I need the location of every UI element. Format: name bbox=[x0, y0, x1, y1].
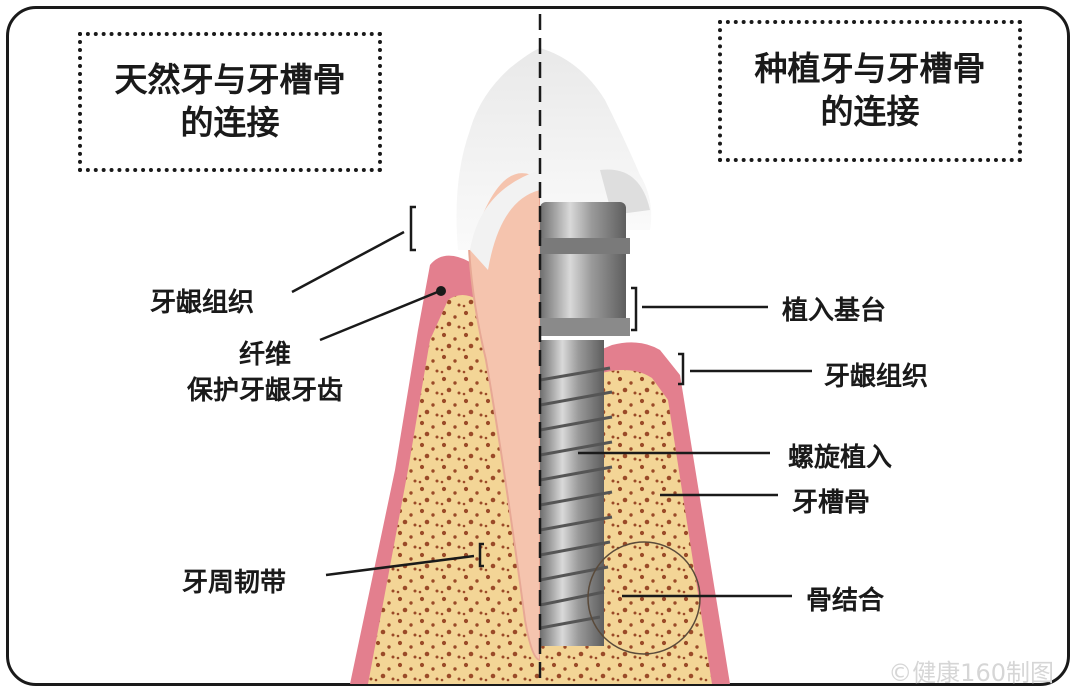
right-leader-lines bbox=[578, 286, 812, 598]
label-gum-tissue-left: 牙龈组织 bbox=[150, 288, 255, 318]
natural-tooth bbox=[350, 48, 540, 684]
fiber-marker-dot bbox=[436, 286, 446, 296]
screw-threads bbox=[540, 366, 613, 630]
label-gum-tissue-right: 牙龈组织 bbox=[824, 362, 929, 392]
implant-title-line1: 种植牙与牙槽骨 bbox=[754, 49, 986, 89]
label-screw-implant: 螺旋植入 bbox=[788, 443, 893, 473]
left-crown bbox=[456, 48, 540, 250]
implant-tooth bbox=[540, 48, 730, 684]
label-alveolar-bone: 牙槽骨 bbox=[792, 488, 871, 518]
left-root bbox=[467, 169, 540, 662]
implant-tooth-title: 种植牙与牙槽骨 的连接 bbox=[718, 20, 1022, 162]
label-fiber: 纤维 保护牙龈牙齿 bbox=[160, 338, 370, 410]
implant-screw bbox=[540, 340, 604, 646]
natural-title-line1: 天然牙与牙槽骨 bbox=[114, 60, 346, 100]
natural-tooth-title: 天然牙与牙槽骨 的连接 bbox=[78, 32, 382, 172]
label-fiber-line1: 纤维 bbox=[238, 340, 291, 370]
diagram-frame bbox=[6, 6, 1070, 686]
abutment bbox=[540, 202, 626, 330]
label-fiber-line2: 保护牙龈牙齿 bbox=[186, 375, 343, 406]
implant-title-line2: 的连接 bbox=[820, 92, 920, 131]
watermark: ©健康160制图 bbox=[888, 659, 1054, 687]
left-leader-lines bbox=[291, 205, 484, 577]
label-periodontal-ligament: 牙周韧带 bbox=[182, 568, 287, 598]
osseointegration-circle bbox=[587, 541, 701, 655]
label-abutment: 植入基台 bbox=[782, 296, 887, 326]
label-osseointegration: 骨结合 bbox=[806, 586, 885, 616]
natural-title-line2: 的连接 bbox=[180, 103, 280, 142]
